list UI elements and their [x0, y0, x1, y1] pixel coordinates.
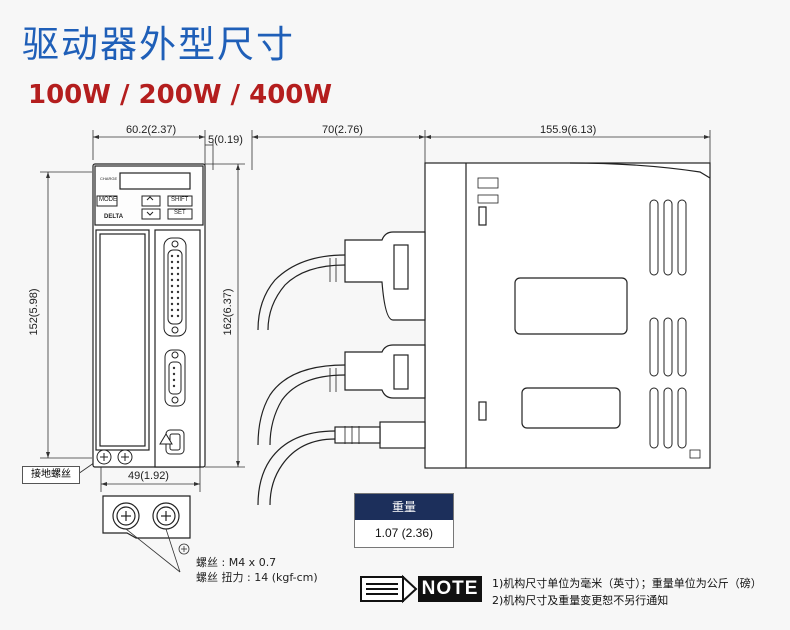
- side-cables: [257, 254, 346, 506]
- note-line-1: 1)机构尺寸单位为毫米（英寸）；重量单位为公斤（磅）: [492, 577, 762, 590]
- note-lines: 1)机构尺寸单位为毫米（英寸）；重量单位为公斤（磅） 2)机构尺寸及重量变更恕不…: [492, 575, 762, 609]
- dim-front-width: 60.2(2.37): [126, 124, 177, 136]
- brand-label: DELTA: [104, 214, 124, 220]
- side-vent-slots: [649, 199, 687, 449]
- model-subtitle: 100W / 200W / 400W: [28, 80, 333, 110]
- screw-spec: 螺丝 : M4 x 0.7: [196, 556, 277, 569]
- side-label-plates: [477, 177, 701, 459]
- cn1-pins: [170, 254, 180, 388]
- screw-torque: 螺丝 扭力 : 14 (kgf-cm): [196, 571, 318, 584]
- dim-body-depth: 155.9(6.13): [540, 124, 597, 136]
- dim-mount-spacing: 49(1.92): [128, 470, 169, 482]
- page-title: 驱动器外型尺寸: [22, 23, 295, 66]
- charge-label: CHARGE: [100, 176, 118, 181]
- drive-side-body: [424, 162, 711, 469]
- mode-button-shape: [96, 195, 118, 207]
- note-badge: NOTE: [418, 576, 482, 602]
- set-label: SET: [174, 210, 186, 216]
- weight-header: 重量: [355, 494, 453, 520]
- note-line-2: 2)机构尺寸及重量变更恕不另行通知: [492, 594, 669, 607]
- mode-label: MODE: [99, 197, 117, 203]
- dim-body-height: 152(5.98): [28, 288, 40, 336]
- side-connectors: [334, 231, 426, 449]
- dim-front-edge: 5(0.19): [208, 134, 243, 146]
- dim-cable-depth: 70(2.76): [322, 124, 363, 136]
- dim-total-height: 162(6.37): [222, 288, 234, 336]
- note-pencil-icon: [360, 574, 418, 604]
- weight-value: 1.07 (2.36): [374, 526, 434, 540]
- ground-screw-label: 接地螺丝: [22, 466, 80, 484]
- shift-label: SHIFT: [171, 197, 189, 203]
- screw-detail: [102, 495, 191, 539]
- weight-table: 重量 1.07 (2.36): [354, 493, 454, 548]
